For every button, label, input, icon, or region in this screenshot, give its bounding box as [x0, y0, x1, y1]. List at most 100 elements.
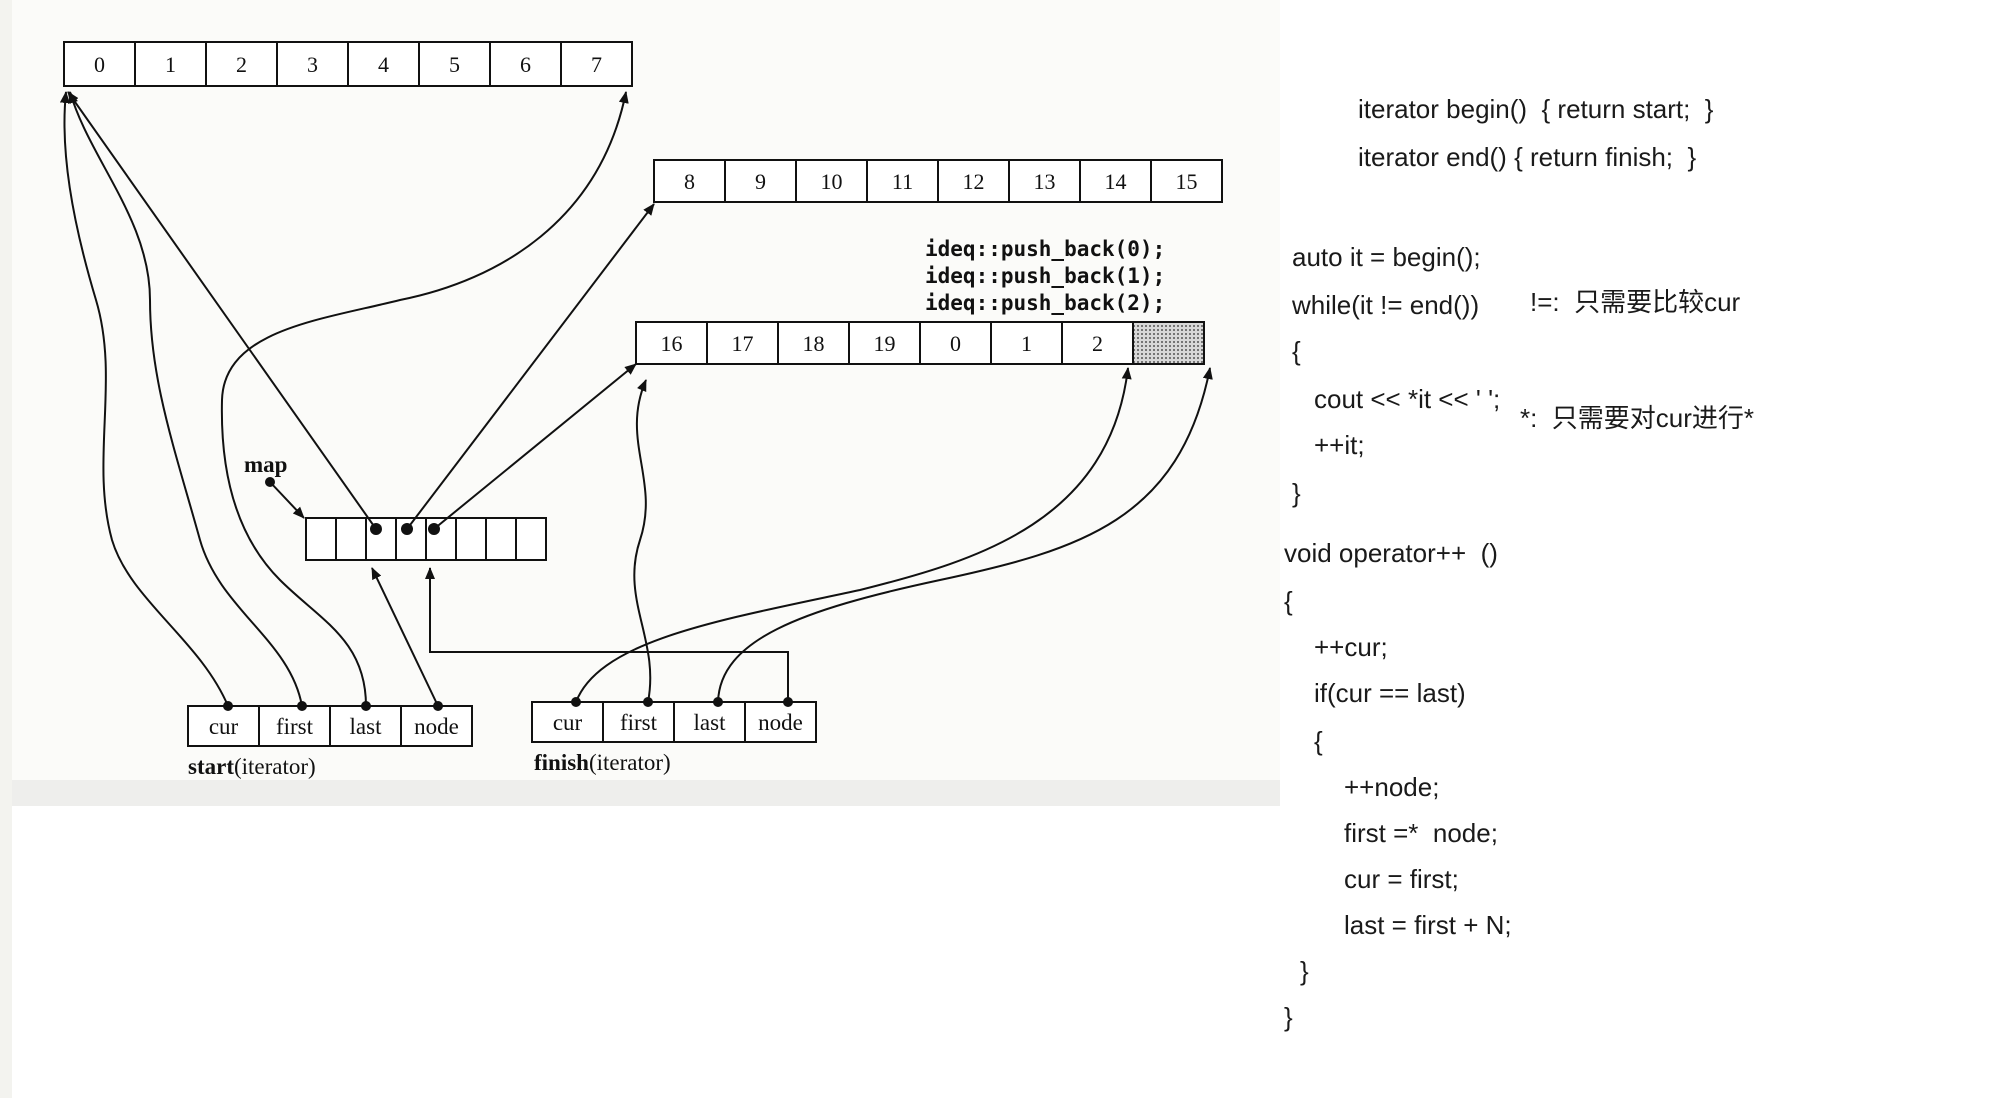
- buffer-b-cell-label-0: 8: [684, 169, 695, 194]
- buffer-a-cell-label-1: 1: [165, 52, 176, 77]
- finish-field-last: last: [694, 710, 727, 735]
- code-op-line-4: {: [1314, 726, 1323, 756]
- buffer-c-cell-label-0: 16: [661, 331, 683, 356]
- buffer-c-cell-label-6: 2: [1092, 331, 1103, 356]
- finish-first-dot: [643, 697, 653, 707]
- map-slot-5: [455, 517, 487, 561]
- finish-field-first: first: [620, 710, 658, 735]
- buffer-c-cell-label-3: 19: [874, 331, 896, 356]
- buffer-b-cell-label-5: 13: [1034, 169, 1056, 194]
- buffer-c-cell-2: [777, 321, 850, 365]
- buffer-c-cell-7: [1132, 321, 1205, 365]
- start-field-box-2: [329, 705, 402, 747]
- start-field-box-3: [400, 705, 473, 747]
- buffer-b-cell-3: [866, 159, 939, 203]
- start-cur-arrow: [59, 91, 229, 707]
- buffer-b-cell-label-1: 9: [755, 169, 766, 194]
- buffer-b-cell-label-6: 14: [1105, 169, 1127, 194]
- code-loop-line-0: auto it = begin();: [1292, 242, 1481, 272]
- finish-field-box-2: [673, 701, 746, 743]
- code-loop-line-4: ++it;: [1314, 430, 1365, 460]
- code-end-line: iterator end() { return finish; }: [1358, 142, 1697, 172]
- buffer-c-cell-0: [635, 321, 708, 365]
- start-field-first: first: [276, 714, 314, 739]
- finish-field-cur: cur: [553, 710, 583, 735]
- note-not-equal: !=: 只需要比较cur: [1530, 287, 1741, 317]
- start-name: start: [188, 754, 234, 779]
- buffer-b-cell-7: [1150, 159, 1223, 203]
- code-op-line-10: }: [1284, 1002, 1293, 1032]
- start-iterator-caption: start(iterator): [188, 754, 316, 779]
- map-slot-6: [485, 517, 517, 561]
- code-op-line-1: {: [1284, 586, 1293, 616]
- code-loop-line-1: while(it != end()): [1292, 290, 1480, 320]
- buffer-a-cell-label-7: 7: [591, 52, 602, 77]
- buffer-b-cell-label-3: 11: [892, 169, 913, 194]
- start-last-dot: [361, 701, 371, 711]
- finish-last-arrow: [717, 367, 1213, 703]
- code-op-line-3: if(cur == last): [1314, 678, 1466, 708]
- buffer-b-cell-label-4: 12: [963, 169, 985, 194]
- buffer-a-cell-label-2: 2: [236, 52, 247, 77]
- buffer-a: 0 1 2 3 4 5 6 7: [63, 41, 633, 87]
- map-label: map: [244, 452, 287, 477]
- finish-first-arrow: [633, 379, 652, 703]
- map-slot-7: [515, 517, 547, 561]
- start-last-arrow: [220, 91, 629, 707]
- push-back-op-1: ideq::push_back(1);: [925, 264, 1165, 288]
- finish-field-box-3: [744, 701, 817, 743]
- buffer-c-cell-5: [990, 321, 1063, 365]
- figure-bottom-band: [12, 780, 1280, 806]
- buffer-a-cell-label-4: 4: [378, 52, 389, 77]
- left-margin-strip: [0, 0, 12, 1098]
- buffer-a-cell-label-5: 5: [449, 52, 460, 77]
- finish-suffix: (iterator): [589, 750, 671, 775]
- start-suffix: (iterator): [234, 754, 316, 779]
- buffer-a-cell-7: [560, 41, 633, 87]
- start-node-arrow: [371, 567, 439, 707]
- buffer-b-cell-6: [1079, 159, 1152, 203]
- buffer-c-cell-label-4: 0: [950, 331, 961, 356]
- buffer-c-cell-4: [919, 321, 992, 365]
- start-iterator: cur first last node: [187, 705, 473, 747]
- map-slot-1: [335, 517, 367, 561]
- map-array: [305, 517, 547, 561]
- map-pointer-arrow: [269, 481, 305, 519]
- finish-node-arrow: [425, 567, 789, 702]
- buffer-c-cell-1: [706, 321, 779, 365]
- code-op-line-6: first =* node;: [1344, 818, 1498, 848]
- start-field-box-1: [258, 705, 331, 747]
- buffer-a-cell-label-6: 6: [520, 52, 531, 77]
- code-loop-line-3: cout << *it << ' ';: [1314, 384, 1501, 414]
- push-back-op-2: ideq::push_back(2);: [925, 291, 1165, 315]
- code-op-line-9: }: [1300, 956, 1309, 986]
- buffer-a-cell-5: [418, 41, 491, 87]
- push-back-op-0: ideq::push_back(0);: [925, 237, 1165, 261]
- finish-cur-dot: [571, 697, 581, 707]
- code-op-line-8: last = first + N;: [1344, 910, 1512, 940]
- buffer-a-cell-label-0: 0: [94, 52, 105, 77]
- start-first-arrow: [68, 91, 303, 707]
- buffer-a-cell-label-3: 3: [307, 52, 318, 77]
- code-loop-line-2: {: [1292, 336, 1301, 366]
- code-op-line-7: cur = first;: [1344, 864, 1459, 894]
- start-field-node: node: [414, 714, 459, 739]
- start-first-dot: [297, 701, 307, 711]
- buffer-a-cell-2: [205, 41, 278, 87]
- map-slot-2: [365, 517, 397, 561]
- code-begin-line: iterator begin() { return start; }: [1358, 94, 1714, 124]
- start-field-cur: cur: [209, 714, 239, 739]
- buffer-c-cell-label-2: 18: [803, 331, 825, 356]
- finish-last-dot: [713, 697, 723, 707]
- start-field-last: last: [350, 714, 383, 739]
- finish-iterator-caption: finish(iterator): [534, 750, 671, 775]
- buffer-b-cell-1: [724, 159, 797, 203]
- code-op-line-5: ++node;: [1344, 772, 1440, 802]
- map-slot-0: [305, 517, 337, 561]
- buffer-a-cell-1: [134, 41, 207, 87]
- code-op-line-0: void operator++ (): [1284, 538, 1498, 568]
- map-to-buffer-c-arrow: [433, 363, 637, 530]
